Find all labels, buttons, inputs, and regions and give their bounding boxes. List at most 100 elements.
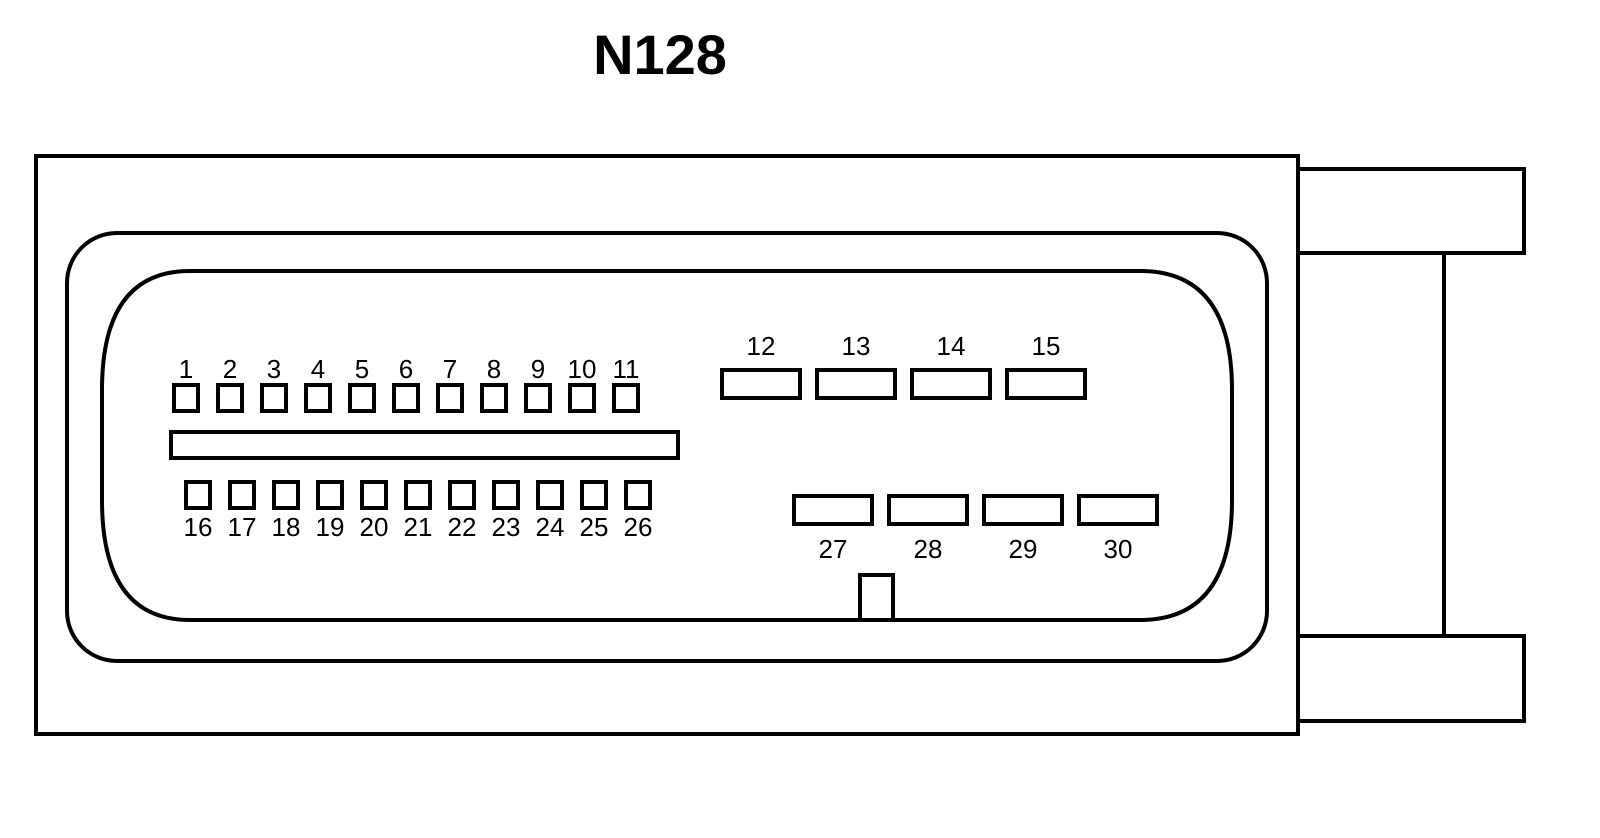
pin-1-label: 1: [179, 354, 193, 384]
pin-28-contact: [887, 494, 969, 526]
pin-29-contact: [982, 494, 1064, 526]
pin-27-contact: [792, 494, 874, 526]
pin-14: 14: [910, 331, 992, 400]
pin-25: 25: [580, 480, 609, 542]
pin-9: 9: [524, 354, 552, 413]
pin-23-contact: [492, 480, 520, 510]
pin-23-label: 23: [492, 512, 521, 542]
pin-16-contact: [184, 480, 212, 510]
connector-cavity: [100, 269, 1234, 622]
pin-2: 2: [216, 354, 244, 413]
pin-27: 27: [792, 494, 874, 564]
pin-4: 4: [304, 354, 332, 413]
pin-3-contact: [260, 383, 288, 413]
pin-7: 7: [436, 354, 464, 413]
pin-5-label: 5: [355, 354, 369, 384]
pin-17: 17: [228, 480, 257, 542]
connector-housing: [34, 154, 1300, 736]
pin-3: 3: [260, 354, 288, 413]
pin-15: 15: [1005, 331, 1087, 400]
pin-24-contact: [536, 480, 564, 510]
pin-16-label: 16: [184, 512, 213, 542]
pin-row-bottom: 16 17 18 19 20 21 22 23 24 25 26: [184, 480, 653, 542]
pin-8: 8: [480, 354, 508, 413]
pin-30-contact: [1077, 494, 1159, 526]
latch-lower-tab: [1296, 634, 1526, 723]
locking-latch: [1296, 167, 1526, 723]
pin-19: 19: [316, 480, 345, 542]
pin-6-label: 6: [399, 354, 413, 384]
pin-13: 13: [815, 331, 897, 400]
pin-30: 30: [1077, 494, 1159, 564]
pin-12: 12: [720, 331, 802, 400]
pin-28-label: 28: [914, 534, 943, 564]
diagram-title: N128: [593, 23, 727, 86]
pin-26: 26: [624, 480, 653, 542]
pin-21-contact: [404, 480, 432, 510]
pin-11-contact: [612, 383, 640, 413]
pin-11: 11: [612, 354, 640, 413]
pin-21: 21: [404, 480, 433, 542]
pin-4-contact: [304, 383, 332, 413]
pin-10: 10: [568, 354, 597, 413]
pin-1: 1: [172, 354, 200, 413]
pin-1-contact: [172, 383, 200, 413]
pin-17-contact: [228, 480, 256, 510]
pin-28: 28: [887, 494, 969, 564]
pin-2-label: 2: [223, 354, 237, 384]
pin-16: 16: [184, 480, 213, 542]
pin-20-contact: [360, 480, 388, 510]
pin-14-contact: [910, 368, 992, 400]
connector-shroud-outer: [65, 231, 1269, 663]
pin-13-contact: [815, 368, 897, 400]
pin-22-contact: [448, 480, 476, 510]
latch-upper-tab: [1296, 167, 1526, 255]
pin-7-label: 7: [443, 354, 457, 384]
pin-18-contact: [272, 480, 300, 510]
pin-26-contact: [624, 480, 652, 510]
pin-8-contact: [480, 383, 508, 413]
pin-25-contact: [580, 480, 608, 510]
pin-27-label: 27: [819, 534, 848, 564]
pin-26-label: 26: [624, 512, 653, 542]
pin-23: 23: [492, 480, 521, 542]
pin-5: 5: [348, 354, 376, 413]
pin-10-contact: [568, 383, 596, 413]
pin-19-label: 19: [316, 512, 345, 542]
pin-24: 24: [536, 480, 565, 542]
pin-11-label: 11: [613, 354, 640, 384]
pin-19-contact: [316, 480, 344, 510]
pin-24-label: 24: [536, 512, 565, 542]
pin-15-label: 15: [1032, 331, 1061, 361]
coding-strip: [169, 430, 680, 460]
pin-29-label: 29: [1009, 534, 1038, 564]
pin-30-label: 30: [1104, 534, 1133, 564]
pin-18-label: 18: [272, 512, 301, 542]
pin-9-label: 9: [531, 354, 545, 384]
pin-6-contact: [392, 383, 420, 413]
pin-4-label: 4: [311, 354, 325, 384]
pin-20-label: 20: [360, 512, 389, 542]
pin-14-label: 14: [937, 331, 966, 361]
pin-8-label: 8: [487, 354, 501, 384]
pin-9-contact: [524, 383, 552, 413]
pin-15-contact: [1005, 368, 1087, 400]
blade-row-lower: 27 28 29 30: [792, 494, 1159, 564]
pin-2-contact: [216, 383, 244, 413]
pin-6: 6: [392, 354, 420, 413]
pin-18: 18: [272, 480, 301, 542]
pin-7-contact: [436, 383, 464, 413]
pin-29: 29: [982, 494, 1064, 564]
polarization-key: [858, 573, 895, 622]
pin-25-label: 25: [580, 512, 609, 542]
pin-10-label: 10: [568, 354, 597, 384]
pin-17-label: 17: [228, 512, 257, 542]
pin-20: 20: [360, 480, 389, 542]
pin-3-label: 3: [267, 354, 281, 384]
pin-5-contact: [348, 383, 376, 413]
pin-22-label: 22: [448, 512, 477, 542]
pin-21-label: 21: [404, 512, 433, 542]
